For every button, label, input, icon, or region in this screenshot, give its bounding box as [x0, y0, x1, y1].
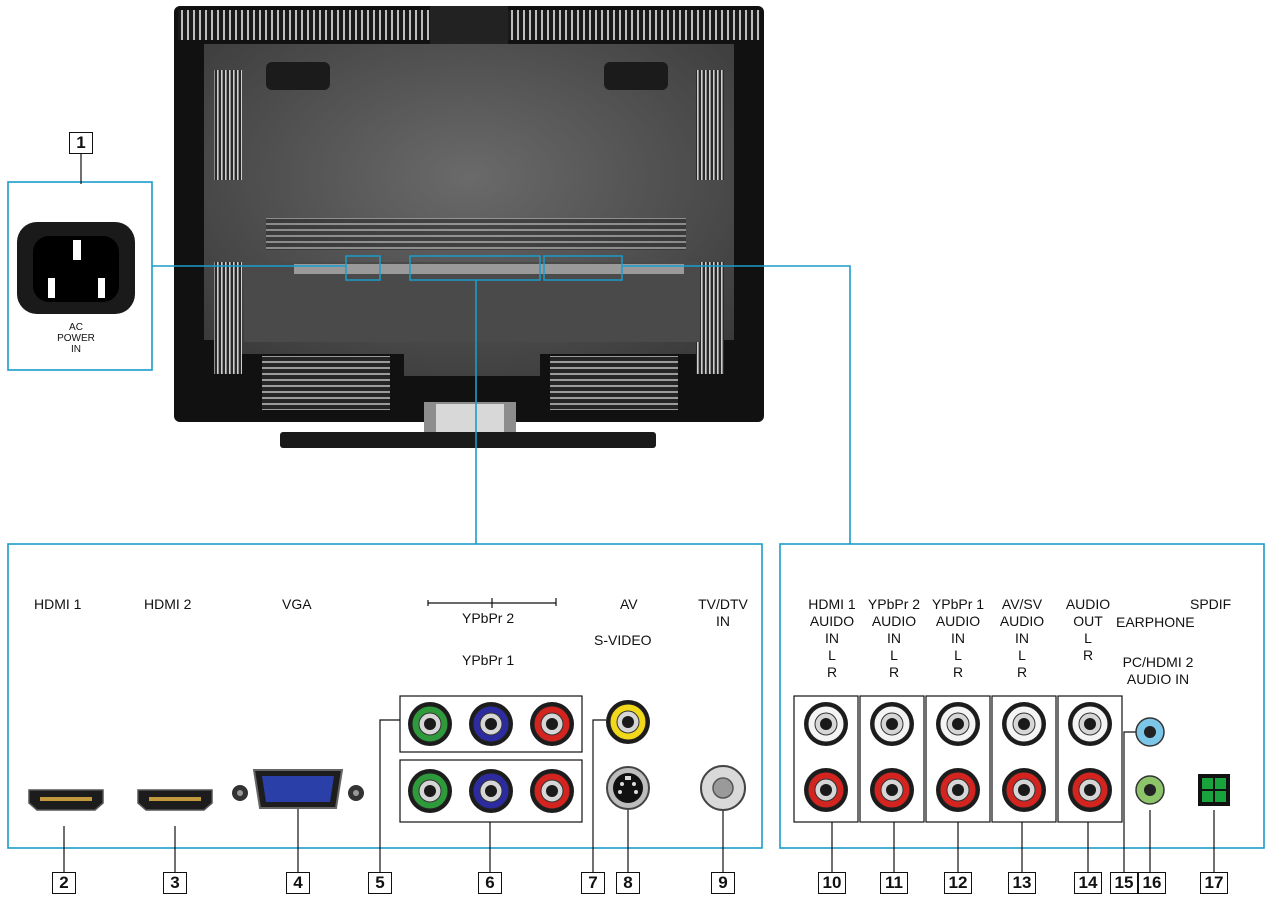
ypbpr1-pr-jack [530, 769, 574, 813]
hdmi1-audio-l-jack [804, 702, 848, 746]
s-video-jack [606, 766, 650, 810]
callout-11: 11 [880, 872, 908, 894]
ypbpr2-label: YPbPr 2 [462, 610, 515, 626]
pc-hdmi2-audio-in-jack [1135, 775, 1165, 805]
callout-12: 12 [944, 872, 972, 894]
ypbpr1-audio-r-jack [936, 768, 980, 812]
hdmi-1-label: HDMI 1 [34, 596, 82, 612]
tv-dtv-antenna-jack [700, 765, 746, 811]
tv-back-view [174, 6, 764, 448]
callout-9: 9 [711, 872, 735, 894]
callout-lines [63, 154, 1215, 872]
callout-3: 3 [163, 872, 187, 894]
callout-6: 6 [478, 872, 502, 894]
ypbpr2-audio-l-jack [870, 702, 914, 746]
callout-17: 17 [1200, 872, 1228, 894]
ypbpr1-audio-l-jack [936, 702, 980, 746]
hdmi1-audio-r-jack [804, 768, 848, 812]
callout-8: 8 [616, 872, 640, 894]
ypbpr2-pb-jack [469, 702, 513, 746]
callout-16: 16 [1138, 872, 1166, 894]
component-input-boxes [399, 695, 1123, 823]
audio-out-l-jack [1068, 702, 1112, 746]
ypbpr1-y-jack [408, 769, 452, 813]
callout-1: 1 [69, 132, 93, 154]
vga-label: VGA [282, 596, 312, 612]
ypbpr1-pb-jack [469, 769, 513, 813]
av-sv-audio-r-jack [1002, 768, 1046, 812]
callout-7: 7 [581, 872, 605, 894]
av-sv-audio-l-jack [1002, 702, 1046, 746]
ypbpr2-pr-jack [530, 702, 574, 746]
ypbpr2-y-jack [408, 702, 452, 746]
callout-10: 10 [818, 872, 846, 894]
ypbpr1-label: YPbPr 1 [462, 652, 515, 668]
callout-5: 5 [368, 872, 392, 894]
callout-4: 4 [286, 872, 310, 894]
vga-port [232, 769, 364, 809]
callout-13: 13 [1008, 872, 1036, 894]
callout-2: 2 [52, 872, 76, 894]
ac-power-socket [17, 222, 135, 314]
hdmi-1-port [28, 789, 104, 811]
callout-15: 15 [1110, 872, 1138, 894]
av-video-jack [606, 700, 650, 744]
hdmi-2-label: HDMI 2 [144, 596, 192, 612]
audio-out-r-jack [1068, 768, 1112, 812]
ypbpr2-audio-r-jack [870, 768, 914, 812]
s-video-label: S-VIDEO [594, 632, 652, 648]
av-label: AV [620, 596, 638, 612]
earphone-label: EARPHONE [1116, 614, 1195, 630]
spdif-optical-port [1198, 774, 1230, 806]
callout-14: 14 [1074, 872, 1102, 894]
rca-jacks [408, 700, 1112, 813]
hdmi-2-port [137, 789, 213, 811]
spdif-label: SPDIF [1190, 596, 1232, 612]
earphone-jack [1135, 717, 1165, 747]
